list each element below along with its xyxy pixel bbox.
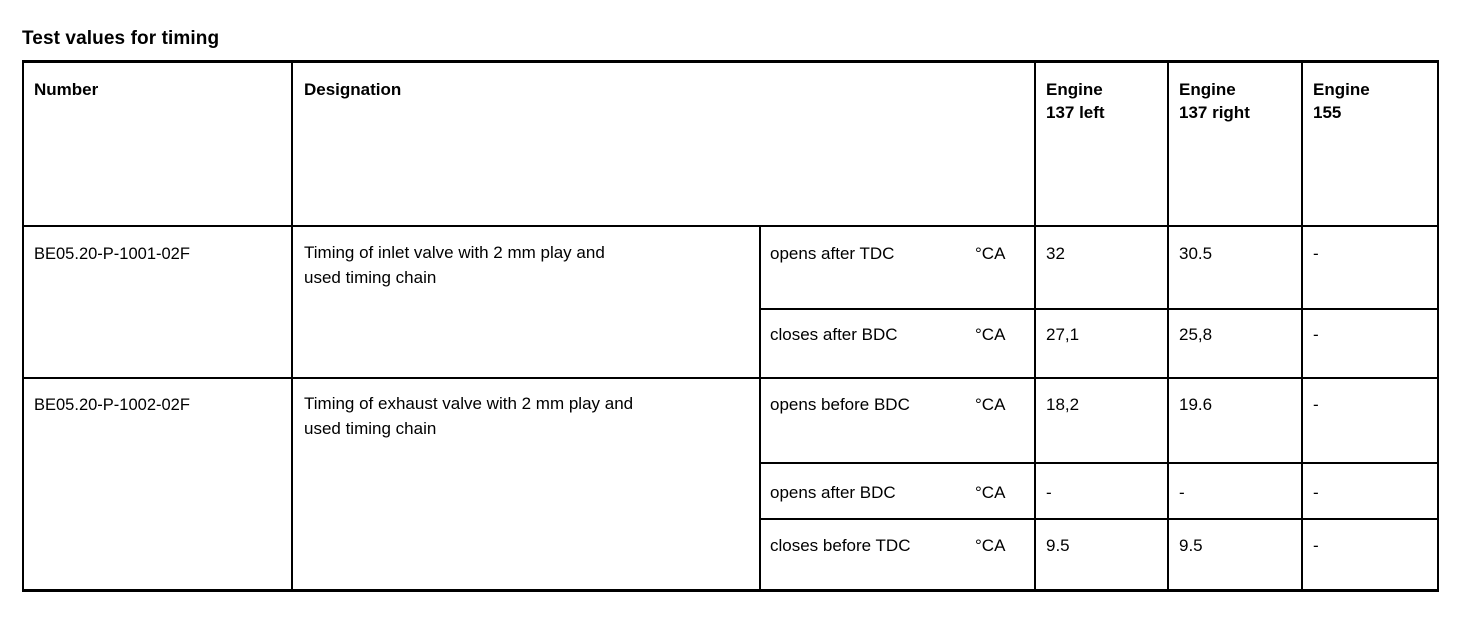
group-1-row-2-engine-137-left: 27,1 (1046, 325, 1080, 344)
page-title: Test values for timing (22, 28, 220, 49)
row-rule-header-bottom (22, 225, 1439, 227)
group-2-designation-line1: Timing of exhaust valve with 2 mm play a… (304, 394, 634, 413)
group-2-row-2-engine-137-right: - (1179, 483, 1185, 502)
table-border-right (1437, 60, 1439, 592)
row-rule-g2r2-g2r3 (759, 518, 1439, 520)
group-2-row-1-engine-137-left: 18,2 (1046, 395, 1080, 414)
row-rule-group1-group2 (22, 377, 1439, 379)
row-rule-g1r1-g1r2 (759, 308, 1439, 310)
group-1-row-2-measurement: closes after BDC (770, 325, 898, 344)
group-2-row-1-engine-155: - (1313, 395, 1319, 414)
group-2-designation: Timing of exhaust valve with 2 mm play a… (304, 391, 759, 441)
group-2-row-2-measurement: opens after BDC (770, 483, 896, 502)
group-1-row-1-engine-137-right: 30.5 (1179, 244, 1213, 263)
group-1-number: BE05.20-P-1001-02F (34, 245, 190, 263)
group-1-row-2-engine-155: - (1313, 325, 1319, 344)
group-1-row-1-unit: °CA (975, 244, 1006, 263)
header-designation: Designation (304, 80, 402, 99)
group-1-designation-line2: used timing chain (304, 268, 437, 287)
column-rule-engine137left-engine137right (1167, 60, 1169, 592)
column-rule-number-designation (291, 60, 293, 592)
group-2-row-3-engine-155: - (1313, 536, 1319, 555)
group-2-row-1-engine-137-right: 19.6 (1179, 395, 1213, 414)
group-2-row-3-engine-137-left: 9.5 (1046, 536, 1070, 555)
header-engine-155: Engine 155 (1313, 78, 1433, 124)
header-engine-137-right-line1: Engine (1179, 80, 1236, 99)
group-2-row-3-unit: °CA (975, 536, 1006, 555)
header-engine-137-right: Engine 137 right (1179, 78, 1299, 124)
group-1-designation: Timing of inlet valve with 2 mm play and… (304, 240, 754, 290)
header-engine-137-left-line1: Engine (1046, 80, 1103, 99)
header-engine-137-right-line2: 137 right (1179, 103, 1250, 122)
group-2-row-2-unit: °CA (975, 483, 1006, 502)
group-2-row-3-measurement: closes before TDC (770, 536, 911, 555)
group-2-row-1-measurement: opens before BDC (770, 395, 910, 414)
column-rule-engine137right-engine155 (1301, 60, 1303, 592)
group-2-number: BE05.20-P-1002-02F (34, 396, 190, 414)
header-number: Number (34, 80, 99, 99)
header-engine-155-line1: Engine (1313, 80, 1370, 99)
header-engine-155-line2: 155 (1313, 103, 1342, 122)
table-border-left (22, 60, 24, 592)
group-1-designation-line1: Timing of inlet valve with 2 mm play and (304, 243, 605, 262)
column-rule-designation-measurement (759, 225, 761, 592)
group-1-row-1-engine-137-left: 32 (1046, 244, 1065, 263)
group-1-row-2-engine-137-right: 25,8 (1179, 325, 1213, 344)
group-2-row-1-unit: °CA (975, 395, 1006, 414)
test-values-table: Number Designation Engine 137 left Engin… (22, 60, 1439, 592)
group-1-row-2-unit: °CA (975, 325, 1006, 344)
group-2-row-2-engine-137-left: - (1046, 483, 1052, 502)
group-1-row-1-measurement: opens after TDC (770, 244, 895, 263)
group-2-designation-line2: used timing chain (304, 419, 437, 438)
table-border-bottom (22, 589, 1439, 592)
table-border-top (22, 60, 1439, 63)
group-2-row-2-engine-155: - (1313, 483, 1319, 502)
column-rule-measurement-engine137left (1034, 60, 1036, 592)
group-1-row-1-engine-155: - (1313, 244, 1319, 263)
header-engine-137-left: Engine 137 left (1046, 78, 1166, 124)
header-engine-137-left-line2: 137 left (1046, 103, 1105, 122)
row-rule-g2r1-g2r2 (759, 462, 1439, 464)
group-2-row-3-engine-137-right: 9.5 (1179, 536, 1203, 555)
